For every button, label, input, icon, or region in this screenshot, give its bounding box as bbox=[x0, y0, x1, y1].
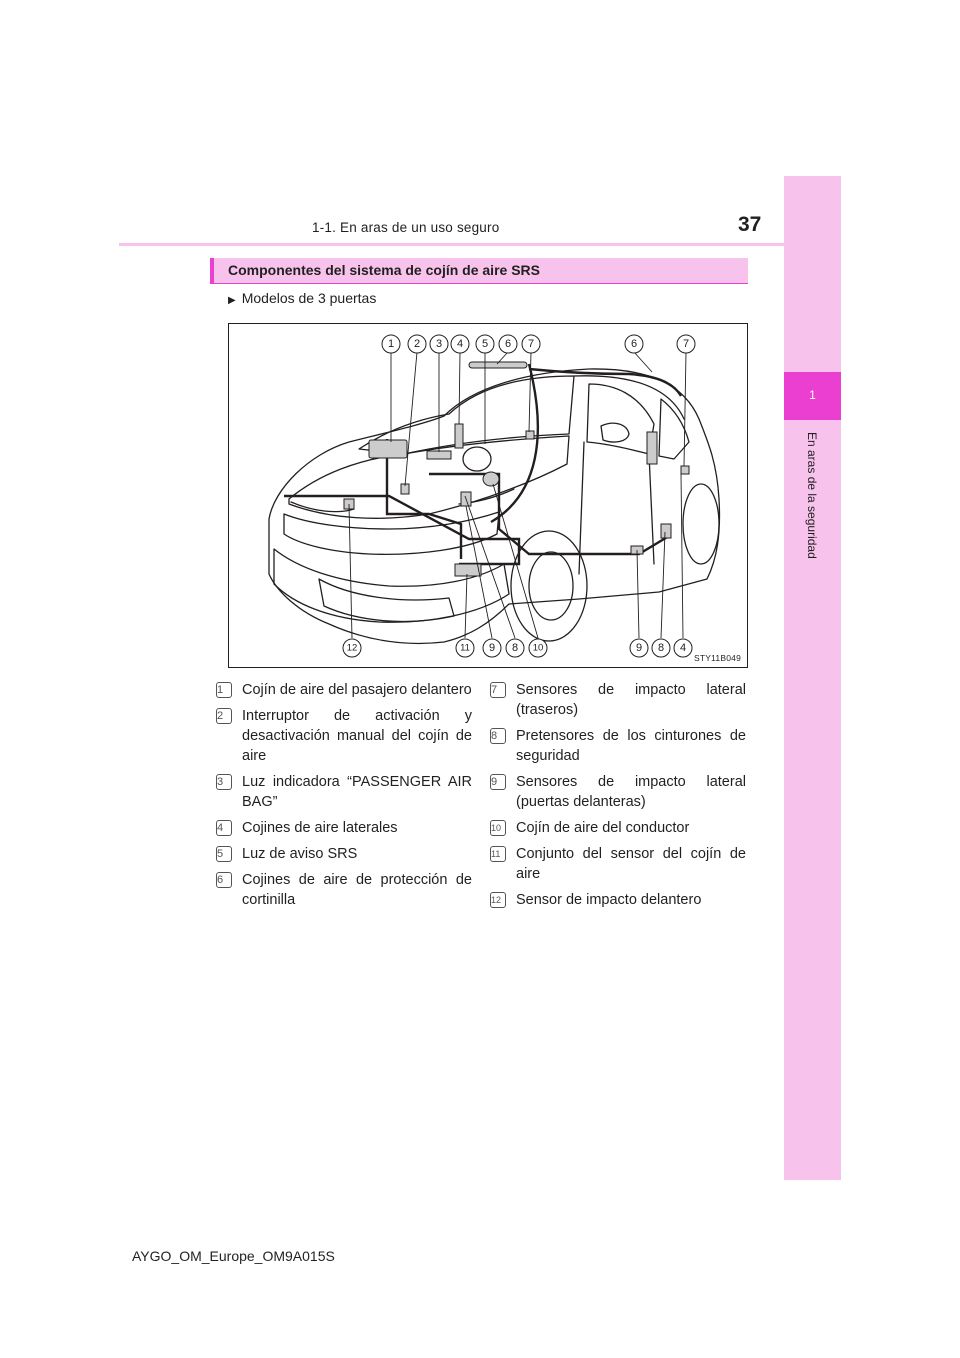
rear-wheel bbox=[683, 484, 719, 564]
header-divider bbox=[119, 243, 841, 246]
legend-item: 1 Cojín de aire del pasajero delantero bbox=[214, 680, 472, 700]
callout-label: 9 bbox=[489, 642, 495, 654]
legend-item: 10 Cojín de aire del conductor bbox=[488, 818, 746, 838]
legend-text: Sensores de impacto lateral (puertas del… bbox=[516, 772, 746, 812]
footer-doc-id: AYGO_OM_Europe_OM9A015S bbox=[132, 1248, 335, 1264]
legend-text: Cojines de aire de protección de cortini… bbox=[242, 870, 472, 910]
legend-text: Luz de aviso SRS bbox=[242, 844, 472, 864]
side-sensor-rear bbox=[681, 466, 689, 474]
callout-label: 9 bbox=[636, 642, 642, 654]
legend-number: 9 bbox=[490, 774, 506, 790]
legend-text: Cojines de aire laterales bbox=[242, 818, 472, 838]
front-bumper bbox=[274, 549, 509, 622]
figure-code: STY11B049 bbox=[694, 653, 741, 663]
legend-text: Cojín de aire del pasajero delantero bbox=[242, 680, 472, 700]
callout-label: 8 bbox=[658, 642, 664, 654]
legend-item: 3 Luz indicadora “PASSENGER AIR BAG” bbox=[214, 772, 472, 812]
legend-number: 2 bbox=[216, 708, 232, 724]
legend-number: 3 bbox=[216, 774, 232, 790]
wiring-side bbox=[429, 474, 669, 554]
front-wheel-hub bbox=[529, 552, 573, 620]
side-airbag-rear bbox=[647, 432, 657, 464]
chapter-side-tab bbox=[784, 176, 841, 1180]
legend-item: 5 Luz de aviso SRS bbox=[214, 844, 472, 864]
callout-label: 2 bbox=[414, 338, 420, 350]
callout-label: 11 bbox=[460, 643, 470, 654]
legend-item: 7 Sensores de impacto lateral (traseros) bbox=[488, 680, 746, 720]
legend-text: Sensores de impacto lateral (traseros) bbox=[516, 680, 746, 720]
legend-number: 4 bbox=[216, 820, 232, 836]
airbag-sensor-assembly bbox=[455, 564, 481, 576]
callout-label: 4 bbox=[457, 338, 463, 350]
section-heading-title: Componentes del sistema de cojín de aire… bbox=[228, 262, 540, 278]
legend-number: 1 bbox=[216, 682, 232, 698]
legend-item: 8 Pretensores de los cinturones de segur… bbox=[488, 726, 746, 766]
callout-label: 6 bbox=[631, 338, 637, 350]
model-label-text: Modelos de 3 puertas bbox=[242, 290, 377, 306]
callout-label: 10 bbox=[533, 643, 544, 654]
rear-pretensioner bbox=[661, 524, 671, 538]
chapter-number: 1 bbox=[784, 388, 841, 402]
passenger-airbag-module bbox=[369, 440, 407, 458]
legend-item: 6 Cojines de aire de protección de corti… bbox=[214, 870, 472, 910]
car-illustration: 1 2 3 4 5 6 7 6 7 12 11 9 8 bbox=[229, 324, 749, 669]
chapter-label: En aras de la seguridad bbox=[805, 432, 819, 559]
callout-label: 5 bbox=[482, 338, 488, 350]
legend-item: 12 Sensor de impacto delantero bbox=[488, 890, 746, 910]
section-heading: Componentes del sistema de cojín de aire… bbox=[210, 258, 748, 284]
airbag-diagram: 1 2 3 4 5 6 7 6 7 12 11 9 8 bbox=[228, 323, 748, 668]
legend-number: 5 bbox=[216, 846, 232, 862]
callout-label: 8 bbox=[512, 642, 518, 654]
side-mirror bbox=[601, 423, 629, 442]
side-window-front bbox=[587, 384, 654, 454]
callout-label: 6 bbox=[505, 338, 511, 350]
callout-label: 7 bbox=[683, 338, 689, 350]
legend-number: 11 bbox=[490, 846, 506, 862]
driver-airbag bbox=[483, 472, 499, 486]
legend-item: 2 Interruptor de activación y desactivac… bbox=[214, 706, 472, 766]
legend-number: 7 bbox=[490, 682, 506, 698]
side-airbag bbox=[455, 424, 463, 448]
rear-side-sensor bbox=[526, 431, 534, 439]
legend-number: 6 bbox=[216, 872, 232, 888]
legend-text: Interruptor de activación y desactivació… bbox=[242, 706, 472, 766]
legend-text: Conjunto del sensor del cojín de aire bbox=[516, 844, 746, 884]
steering-wheel bbox=[463, 447, 491, 471]
legend-number: 8 bbox=[490, 728, 506, 744]
section-title: 1-1. En aras de un uso seguro bbox=[312, 220, 499, 235]
callout-label: 12 bbox=[347, 643, 358, 654]
legend-item: 11 Conjunto del sensor del cojín de aire bbox=[488, 844, 746, 884]
callout-label: 1 bbox=[388, 338, 394, 350]
passenger-indicator bbox=[427, 451, 451, 459]
legend-item: 4 Cojines de aire laterales bbox=[214, 818, 472, 838]
callout-label: 3 bbox=[436, 338, 442, 350]
legend-text: Pretensores de los cinturones de segurid… bbox=[516, 726, 746, 766]
callout-label: 7 bbox=[528, 338, 534, 350]
top-callouts: 1 2 3 4 5 6 7 6 7 bbox=[382, 335, 695, 353]
page-number: 37 bbox=[738, 213, 761, 237]
legend-left: 1 Cojín de aire del pasajero delantero 2… bbox=[214, 680, 472, 916]
legend-text: Luz indicadora “PASSENGER AIR BAG” bbox=[242, 772, 472, 812]
legend-text: Sensor de impacto delantero bbox=[516, 890, 746, 910]
legend-number: 12 bbox=[490, 892, 506, 908]
model-label: ▶ Modelos de 3 puertas bbox=[228, 290, 376, 306]
callout-label: 4 bbox=[680, 642, 686, 654]
triangle-right-icon: ▶ bbox=[228, 295, 236, 306]
legend-number: 10 bbox=[490, 820, 506, 836]
legend-item: 9 Sensores de impacto lateral (puertas d… bbox=[488, 772, 746, 812]
legend-right: 7 Sensores de impacto lateral (traseros)… bbox=[488, 680, 746, 916]
legend-text: Cojín de aire del conductor bbox=[516, 818, 746, 838]
